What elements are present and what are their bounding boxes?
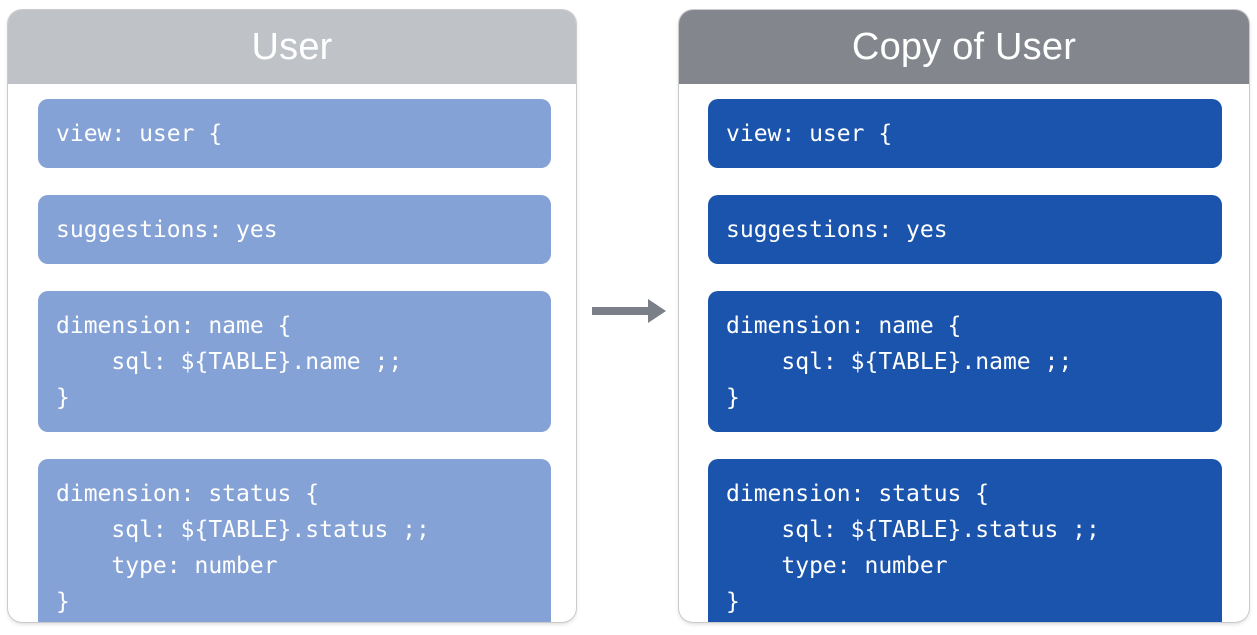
panel-source-user: User view: user { suggestions: yes dimen…: [8, 10, 576, 622]
code-block-view-declaration: view: user {: [708, 99, 1222, 168]
code-block-dimension-name: dimension: name { sql: ${TABLE}.name ;; …: [708, 291, 1222, 432]
code-block-dimension-name: dimension: name { sql: ${TABLE}.name ;; …: [38, 291, 551, 432]
panel-copy-header: Copy of User: [679, 10, 1249, 84]
panel-copy-of-user: Copy of User view: user { suggestions: y…: [679, 10, 1249, 622]
panel-source-title: User: [251, 26, 333, 68]
code-block-suggestions-parameter: suggestions: yes: [38, 195, 551, 264]
panel-source-body: view: user { suggestions: yes dimension:…: [8, 84, 576, 622]
code-block-suggestions-parameter: suggestions: yes: [708, 195, 1222, 264]
panel-source-header: User: [8, 10, 576, 84]
code-block-view-declaration: view: user {: [38, 99, 551, 168]
panel-copy-body: view: user { suggestions: yes dimension:…: [679, 84, 1249, 622]
arrow-right-icon: [592, 296, 668, 326]
panel-copy-title: Copy of User: [851, 26, 1077, 68]
code-block-dimension-status: dimension: status { sql: ${TABLE}.status…: [708, 459, 1222, 622]
code-block-dimension-status: dimension: status { sql: ${TABLE}.status…: [38, 459, 551, 622]
